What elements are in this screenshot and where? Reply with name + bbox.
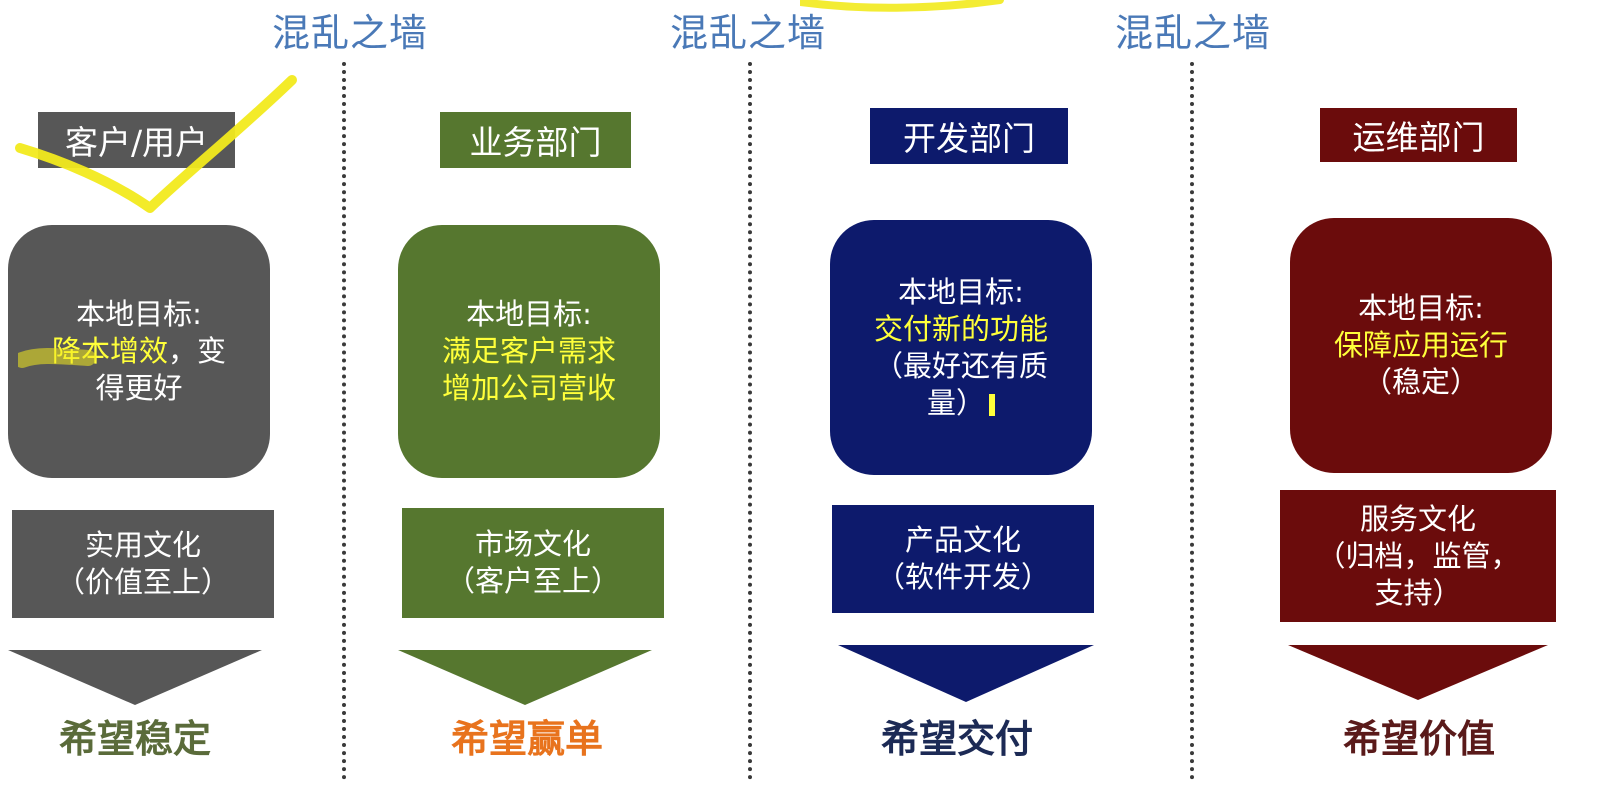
culture-box-development: 产品文化 （软件开发） [832,505,1094,613]
goal-heading: 本地目标: [898,274,1024,309]
wall-divider-1 [342,62,346,780]
highlight-arc-top [800,0,1004,12]
goal-box-business: 本地目标: 满足客户需求 增加公司营收 [398,225,660,478]
culture-subtitle: （价值至上） [55,565,230,599]
goal-line: 满足客户需求 [441,334,616,368]
role-label-business: 业务部门 [440,112,631,168]
wall-divider-3 [1190,62,1194,780]
down-arrow-customer [8,650,262,705]
wall-divider-2 [748,62,752,780]
culture-subtitle: （软件开发） [875,560,1050,594]
culture-subtitle: 支持） [1374,575,1462,610]
goal-line: 量） [927,385,995,422]
goal-line: 交付新的功能 [873,311,1048,346]
down-arrow-development [838,645,1094,702]
hope-operations: 希望价值 [1342,717,1495,761]
role-label-development: 开发部门 [870,108,1068,164]
culture-box-operations: 服务文化 （归档，监管， 支持） [1280,490,1556,622]
goal-box-operations: 本地目标: 保障应用运行 （稳定） [1290,218,1552,473]
role-label-customer: 客户/用户 [38,112,235,168]
down-arrow-business [398,650,652,705]
culture-subtitle: （客户至上） [445,564,620,598]
goal-line: 得更好 [95,371,183,405]
down-arrow-operations [1288,645,1548,700]
culture-title: 产品文化 [904,523,1021,557]
goal-line: 降本增效，变 [52,333,226,370]
goal-line: （稳定） [1362,365,1479,399]
hope-customer: 希望稳定 [58,717,211,761]
goal-highlight: 降本增效 [51,334,168,368]
wall-title-2: 混乱之墙 [670,11,827,55]
hope-business: 希望赢单 [450,717,603,761]
hope-development: 希望交付 [880,717,1033,761]
goal-heading: 本地目标: [1358,291,1484,325]
culture-box-business: 市场文化 （客户至上） [402,508,664,618]
culture-subtitle: （归档，监管， [1316,538,1520,573]
culture-title: 市场文化 [474,527,591,561]
culture-box-customer: 实用文化 （价值至上） [12,510,274,618]
goal-rest: ，变 [168,334,227,368]
goal-box-customer: 本地目标: 降本增效，变 得更好 [8,225,270,478]
goal-box-development: 本地目标: 交付新的功能 （最好还有质 量） [830,220,1092,475]
goal-line: 增加公司营收 [441,371,616,405]
goal-heading: 本地目标: [466,297,592,331]
text-cursor-mark [989,393,995,416]
role-label-operations: 运维部门 [1320,108,1517,162]
wall-title-1: 混乱之墙 [272,11,429,55]
wall-title-3: 混乱之墙 [1115,11,1272,55]
culture-title: 服务文化 [1359,501,1476,536]
goal-line: （最好还有质 [873,348,1048,383]
goal-heading: 本地目标: [76,297,202,331]
culture-title: 实用文化 [84,528,201,562]
goal-line: 保障应用运行 [1333,328,1508,362]
